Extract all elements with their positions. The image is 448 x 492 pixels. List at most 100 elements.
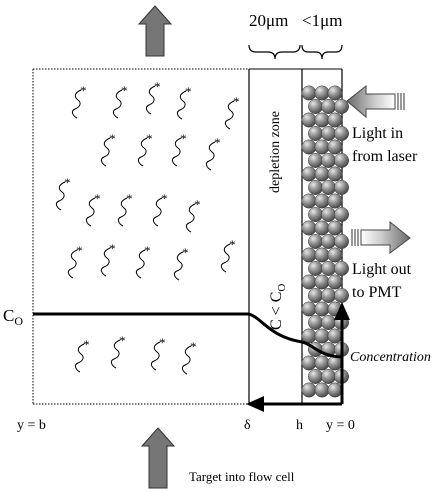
squiggle-star-icon: * bbox=[205, 135, 221, 171]
bead-icon bbox=[321, 288, 336, 303]
svg-text:*: * bbox=[180, 131, 187, 146]
svg-text:*: * bbox=[83, 337, 90, 352]
bead-icon bbox=[314, 220, 330, 236]
bead-icon bbox=[314, 166, 330, 182]
bead-icon bbox=[321, 261, 336, 276]
light-in-label-line2: from laser bbox=[352, 148, 418, 165]
bead-icon bbox=[308, 180, 323, 195]
bead-icon bbox=[314, 382, 330, 398]
svg-text:*: * bbox=[154, 79, 161, 94]
flow-in-arrow-icon bbox=[140, 427, 176, 489]
svg-text:*: * bbox=[144, 243, 151, 258]
bead-icon bbox=[314, 301, 330, 317]
svg-text:*: * bbox=[182, 245, 189, 260]
svg-text:*: * bbox=[161, 191, 168, 206]
y-0-label: y = 0 bbox=[326, 418, 355, 433]
target-flow-label: Target into flow cell bbox=[189, 469, 295, 484]
bead-icon bbox=[334, 234, 349, 249]
bead-icon bbox=[334, 153, 349, 168]
bead-icon bbox=[301, 247, 317, 263]
bead-icon bbox=[321, 180, 336, 195]
squiggle-star-icon: * bbox=[137, 131, 153, 167]
squiggle-star-icon: * bbox=[220, 237, 236, 273]
bead-icon bbox=[327, 328, 343, 344]
left-width-brace bbox=[248, 44, 301, 60]
squiggle-star-icon: * bbox=[176, 84, 192, 120]
svg-text:*: * bbox=[214, 135, 221, 150]
right-width-brace bbox=[301, 44, 343, 60]
squiggle-star-icon: * bbox=[145, 79, 161, 115]
bead-icon bbox=[334, 99, 349, 114]
bead-icon bbox=[308, 207, 323, 222]
squiggle-star-icon: * bbox=[110, 333, 126, 369]
bead-icon bbox=[301, 220, 317, 236]
svg-text:*: * bbox=[146, 131, 153, 146]
squiggle-star-icon: * bbox=[71, 83, 87, 119]
bead-icon bbox=[308, 126, 323, 141]
squiggle-star-icon: * bbox=[135, 243, 151, 279]
c-o-main: C bbox=[3, 306, 14, 325]
bead-icon bbox=[314, 139, 330, 155]
squiggle-star-icon: * bbox=[100, 131, 116, 167]
flow-cell-box bbox=[32, 68, 343, 405]
svg-text:*: * bbox=[126, 191, 133, 206]
bead-icon bbox=[321, 207, 336, 222]
bead-icon bbox=[321, 153, 336, 168]
svg-text:*: * bbox=[185, 84, 192, 99]
width-left-label: 20μm bbox=[249, 11, 288, 30]
bead-icon bbox=[308, 234, 323, 249]
target-molecules: * * * * * * * * * * * * * * * * * * * * * * * bbox=[55, 79, 240, 375]
svg-text:*: * bbox=[194, 197, 201, 212]
bead-icon bbox=[301, 382, 317, 398]
light-in-arrow-icon bbox=[346, 84, 405, 119]
delta-label: δ bbox=[244, 418, 251, 433]
bulk-concentration-label: CO bbox=[3, 306, 23, 328]
svg-text:*: * bbox=[190, 339, 197, 354]
light-out-label-line2: to PMT bbox=[352, 284, 402, 301]
svg-text:*: * bbox=[109, 131, 116, 146]
squiggle-star-icon: * bbox=[150, 335, 166, 371]
bead-icon bbox=[334, 207, 349, 222]
bead-icon bbox=[327, 193, 343, 209]
bead-icon bbox=[301, 193, 317, 209]
axis-left-arrowhead bbox=[246, 396, 264, 412]
bead-icon bbox=[314, 247, 330, 263]
light-out-label-line1: Light out bbox=[352, 261, 412, 278]
bead-icon bbox=[314, 193, 330, 209]
svg-text:*: * bbox=[119, 333, 126, 348]
squiggle-star-icon: * bbox=[224, 94, 240, 130]
bead-icon bbox=[334, 288, 349, 303]
bead-icon bbox=[301, 166, 317, 182]
bead-icon bbox=[314, 85, 330, 101]
squiggle-star-icon: * bbox=[171, 131, 187, 167]
bead-icon bbox=[321, 369, 336, 384]
bead-icon bbox=[301, 355, 317, 371]
bead-icon bbox=[301, 85, 317, 101]
svg-text:*: * bbox=[233, 94, 240, 109]
squiggle-star-icon: * bbox=[117, 191, 133, 227]
squiggle-star-icon: * bbox=[67, 243, 83, 279]
svg-text:*: * bbox=[94, 191, 101, 206]
squiggle-star-icon: * bbox=[181, 339, 197, 375]
svg-text:*: * bbox=[109, 241, 116, 256]
bead-icon bbox=[327, 166, 343, 182]
axis-up-arrowhead bbox=[334, 302, 350, 320]
svg-text:*: * bbox=[229, 237, 236, 252]
bead-icon bbox=[321, 234, 336, 249]
bead-icon bbox=[308, 288, 323, 303]
flow-out-arrow-icon bbox=[137, 5, 173, 57]
squiggle-star-icon: * bbox=[112, 83, 128, 119]
bead-icon bbox=[321, 99, 336, 114]
squiggle-star-icon: * bbox=[74, 337, 90, 373]
svg-text:*: * bbox=[121, 83, 128, 98]
bead-icon bbox=[321, 315, 336, 330]
squiggle-star-icon: * bbox=[55, 175, 71, 211]
bead-icon bbox=[301, 301, 317, 317]
light-out-arrow-icon bbox=[351, 220, 411, 254]
bead-icon bbox=[314, 112, 330, 128]
svg-text:C < CO: C < CO bbox=[268, 284, 288, 330]
depletion-zone-label: depletion zone bbox=[268, 111, 283, 193]
width-labels: 20μm <1μm bbox=[248, 11, 343, 60]
svg-text:*: * bbox=[64, 175, 71, 190]
svg-text:*: * bbox=[159, 335, 166, 350]
